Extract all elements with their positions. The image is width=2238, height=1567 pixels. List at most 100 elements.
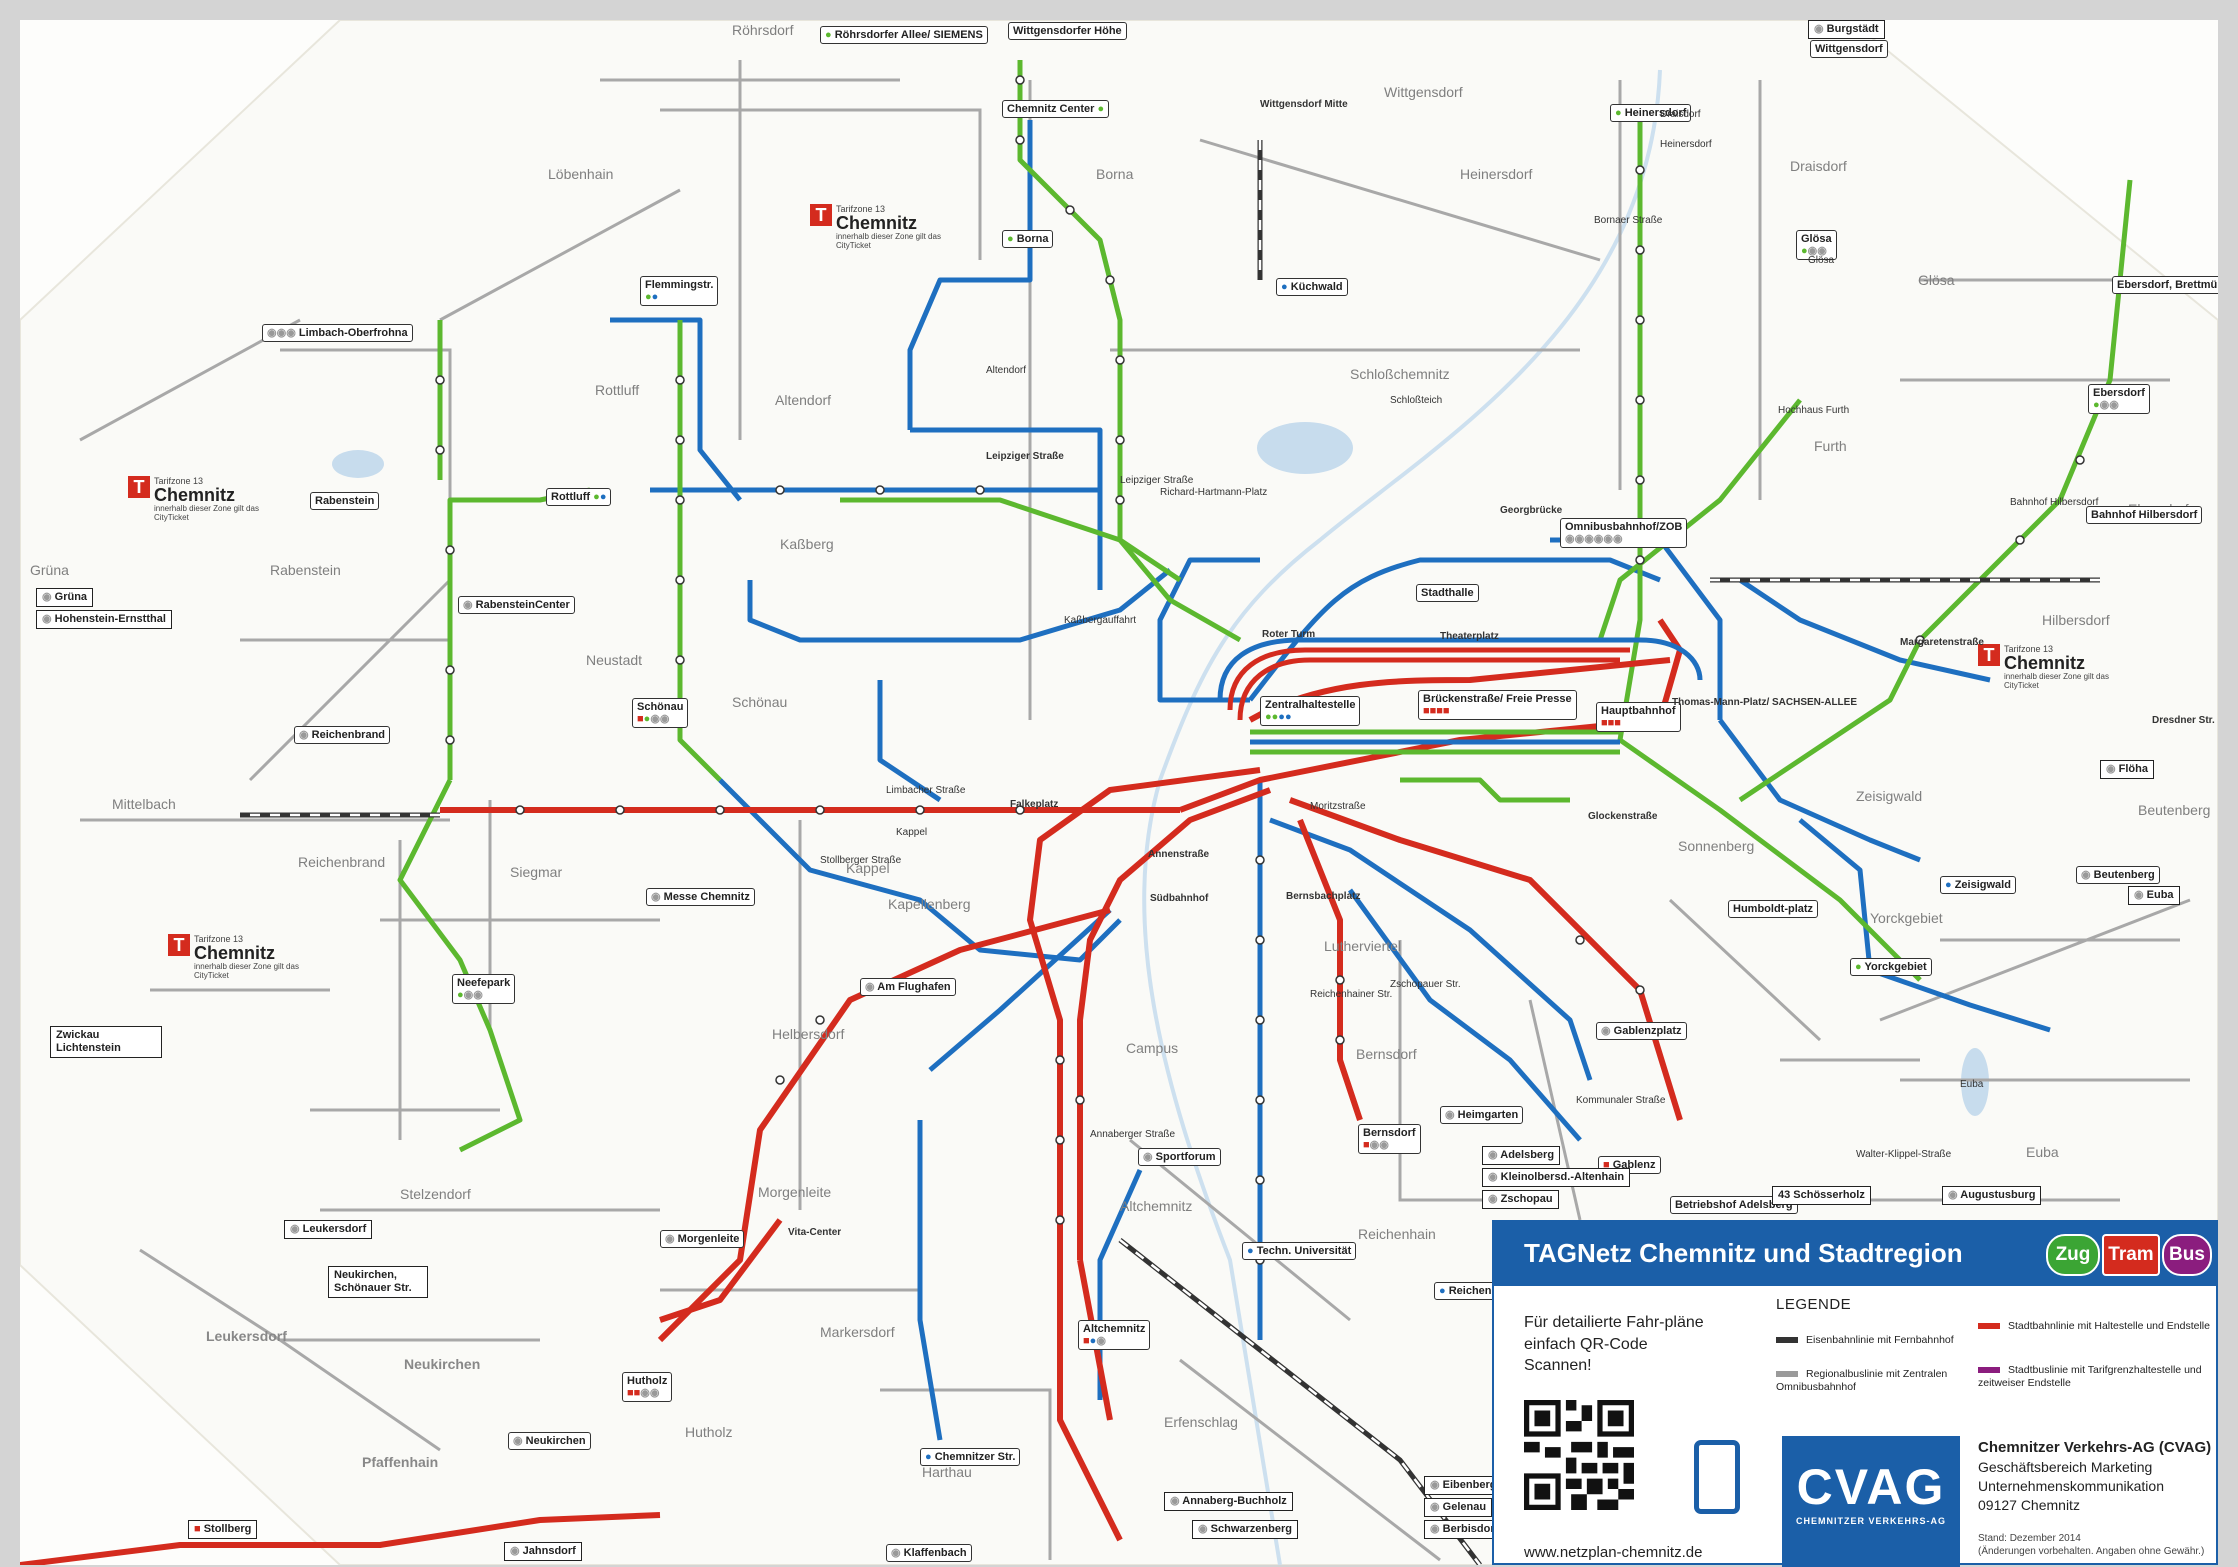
hub-kuechwald[interactable]: ● Küchwald [1276,278,1348,297]
hub-rabenstein[interactable]: Rabenstein [310,492,380,511]
stop-label[interactable]: Heinersdorf [1660,139,1712,150]
stop-label[interactable]: Bornaer Straße [1594,215,1663,226]
stop-marker[interactable] [775,485,785,495]
stop-marker[interactable] [445,665,455,675]
terminal-hohenstein-ernstthal[interactable]: ◉ Hohenstein-Ernstthal [36,610,172,630]
stop-marker[interactable] [675,375,685,385]
hub-rottluff[interactable]: Rottluff ●● [546,488,612,507]
hub-gablenzplatz[interactable]: ◉ Gablenzplatz [1596,1022,1687,1041]
stop-marker[interactable] [715,805,725,815]
stop-marker[interactable] [815,1015,825,1025]
hub-hutholz[interactable]: Hutholz■■◉◉ [622,1372,673,1403]
stop-marker[interactable] [815,805,825,815]
stop-label[interactable]: Thomas-Mann-Platz/ SACHSEN-ALLEE [1672,697,1858,708]
stop-marker[interactable] [1635,395,1645,405]
terminal-annaberg-buchholz[interactable]: ◉ Annaberg-Buchholz [1164,1492,1293,1512]
stop-label[interactable]: Leipziger Straße [986,451,1064,462]
terminal-jahnsdorf[interactable]: ◉ Jahnsdorf [504,1542,582,1562]
stop-label[interactable]: Stollberger Straße [820,855,902,866]
stop-marker[interactable] [1255,935,1265,945]
stop-label[interactable]: Dresdner Str. [2152,715,2215,726]
stop-label[interactable]: Leipziger Straße [1120,475,1194,486]
hub-ebersdorf-brettmuehle[interactable]: Ebersdorf, Brettmühle [2112,276,2218,295]
terminal-floeha[interactable]: ◉ Flöha [2100,760,2154,780]
stop-marker[interactable] [2075,455,2085,465]
stop-label[interactable]: Zschopauer Str. [1390,979,1461,990]
hub-neukirchen[interactable]: ◉ Neukirchen [508,1432,591,1451]
terminal-kleinolbersdorf-altenhain[interactable]: ◉ Kleinolbersd.-Altenhain [1482,1168,1631,1188]
stop-marker[interactable] [1335,975,1345,985]
stop-marker[interactable] [1915,635,1925,645]
stop-marker[interactable] [975,485,985,495]
stop-label[interactable]: Schloßteich [1390,395,1443,406]
hub-humboldtplatz[interactable]: Humboldt-platz [1728,900,1819,919]
stop-marker[interactable] [1055,1055,1065,1065]
hub-brueckenstrasse[interactable]: Brückenstraße/ Freie Presse■■■■ [1418,690,1577,721]
terminal-gruena[interactable]: ◉ Grüna [36,588,94,608]
stop-label[interactable]: Limbacher Straße [886,785,966,796]
terminal-leukersdorf[interactable]: ◉ Leukersdorf [284,1220,373,1240]
stop-label[interactable]: Südbahnhof [1150,893,1209,904]
stop-label[interactable]: Georgbrücke [1500,505,1563,516]
stop-label[interactable]: Walter-Klippel-Straße [1856,1149,1952,1160]
stop-marker[interactable] [435,445,445,455]
qr-code-icon[interactable] [1524,1400,1634,1510]
stop-marker[interactable] [675,655,685,665]
stop-marker[interactable] [875,485,885,495]
stop-label[interactable]: Reichenhainer Str. [1310,989,1393,1000]
stop-marker[interactable] [515,805,525,815]
stop-label[interactable]: Wittgensdorf Mitte [1260,99,1348,110]
hub-bernsdorf[interactable]: Bernsdorf■◉◉ [1358,1124,1421,1155]
stop-label[interactable]: Euba [1960,1079,1984,1090]
stop-marker[interactable] [1335,1035,1345,1045]
stop-marker[interactable] [1635,165,1645,175]
hub-yorckgebiet[interactable]: ● Yorckgebiet [1850,958,1932,977]
stop-marker[interactable] [1065,205,1075,215]
stop-label[interactable]: Draisdorf [1660,109,1701,120]
stop-marker[interactable] [1015,75,1025,85]
terminal-stollberg[interactable]: ■ Stollberg [188,1520,258,1540]
stop-marker[interactable] [435,375,445,385]
hub-morgenleite[interactable]: ◉ Morgenleite [660,1230,745,1249]
stop-marker[interactable] [1115,435,1125,445]
stop-label[interactable]: Richard-Hartmann-Platz [1160,487,1268,498]
terminal-zwickau-lichtenstein[interactable]: Zwickau Lichtenstein [50,1026,162,1059]
stop-marker[interactable] [675,435,685,445]
hub-chemnitz-center[interactable]: Chemnitz Center ● [1002,100,1110,119]
stop-label[interactable]: Falkeplatz [1010,799,1059,810]
stop-marker[interactable] [1635,245,1645,255]
stop-marker[interactable] [1255,1175,1265,1185]
stop-label[interactable]: Vita-Center [788,1227,842,1238]
stop-label[interactable]: Glockenstraße [1588,811,1658,822]
hub-techn-universitaet[interactable]: ● Techn. Universität [1242,1242,1357,1261]
hub-reichenbrand[interactable]: ◉ Reichenbrand [294,726,391,745]
hub-rabensteincenter[interactable]: ◉ RabensteinCenter [458,596,575,615]
hub-am-flughafen[interactable]: ◉ Am Flughafen [860,978,956,997]
stop-marker[interactable] [1635,555,1645,565]
hub-gloesa[interactable]: Glösa●◉◉ [1796,230,1837,261]
stop-marker[interactable] [1115,355,1125,365]
stop-marker[interactable] [1255,1095,1265,1105]
stop-marker[interactable] [1255,855,1265,865]
hub-klaffenbach[interactable]: ◉ Klaffenbach [886,1544,972,1563]
hub-stadthalle[interactable]: Stadthalle [1416,584,1479,603]
stop-label[interactable]: Roter Turm [1262,629,1316,640]
terminal-adelsberg[interactable]: ◉ Adelsberg [1482,1146,1561,1166]
stop-marker[interactable] [445,545,455,555]
stop-label[interactable]: Margaretenstraße [1900,637,1984,648]
stop-label[interactable]: Bernsbachplatz [1286,891,1361,902]
terminal-gelenau[interactable]: ◉ Gelenau [1424,1498,1493,1518]
terminal-burgstaedt[interactable]: ◉ Burgstädt [1808,20,1885,40]
stop-marker[interactable] [1255,1015,1265,1025]
terminal-berbisdorf[interactable]: ◉ Berbisdorf [1424,1520,1505,1540]
stop-marker[interactable] [1055,1135,1065,1145]
stop-marker[interactable] [1635,315,1645,325]
stop-label[interactable]: Bahnhof Hilbersdorf [2010,497,2099,508]
terminal-schoesserholz[interactable]: 43 Schösserholz [1772,1186,1871,1206]
stop-label[interactable]: Annenstraße [1148,849,1210,860]
terminal-euba[interactable]: ◉ Euba [2128,886,2180,906]
stop-marker[interactable] [1015,135,1025,145]
hub-limbach-oberfrohna[interactable]: ◉◉◉ Limbach-Oberfrohna [262,324,413,343]
hub-bahnhof-hilbersdorf[interactable]: Bahnhof Hilbersdorf [2086,506,2203,525]
stop-label[interactable]: Glösa [1808,255,1835,266]
